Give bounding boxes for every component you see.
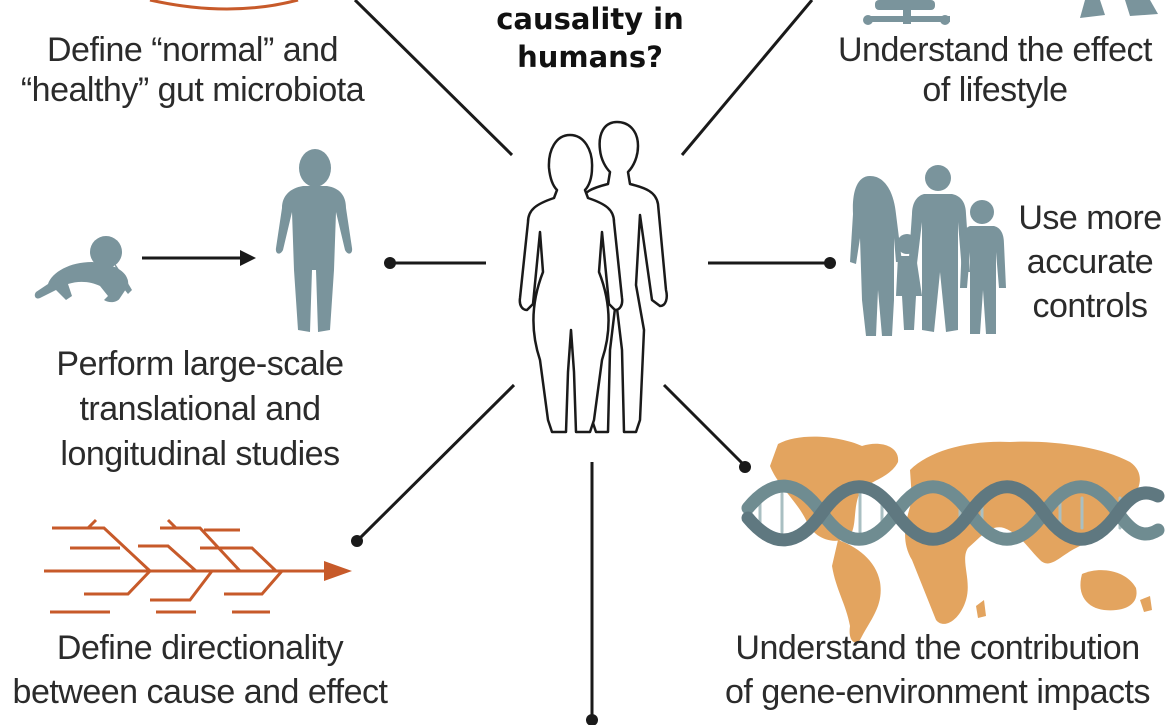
family-icon — [850, 165, 1006, 336]
connector-top-right — [680, 0, 814, 156]
label-normal-healthy-line-1: Define “normal” and — [47, 31, 338, 69]
label-longitudinal: Perform large-scale translational and lo… — [20, 342, 380, 477]
connector-lines — [353, 0, 828, 720]
label-gene-environment-line-1: Understand the contribution — [735, 629, 1140, 667]
label-lifestyle-line-1: Understand the effect — [838, 31, 1152, 69]
label-directionality-line-2: between cause and effect — [12, 673, 388, 711]
label-directionality-line-1: Define directionality — [56, 629, 344, 667]
label-lifestyle-line-2: of lifestyle — [922, 71, 1068, 109]
baby-crawling-icon — [34, 236, 132, 303]
label-normal-healthy: Define “normal” and “healthy” gut microb… — [0, 30, 385, 110]
label-lifestyle: Understand the effect of lifestyle — [820, 30, 1170, 110]
label-controls-line-1: Use more — [1018, 199, 1162, 237]
central-question-line-2: humans? — [517, 40, 663, 74]
label-controls-line-3: controls — [1032, 287, 1148, 325]
connector-lower-right — [662, 383, 747, 468]
label-controls-line-2: accurate — [1026, 243, 1154, 281]
central-question: causality in humans? — [470, 0, 710, 76]
label-normal-healthy-line-2: “healthy” gut microbiota — [20, 71, 365, 109]
label-controls: Use more accurate controls — [1010, 196, 1170, 328]
label-longitudinal-line-2: translational and — [79, 390, 321, 428]
fishbone-arrow-icon — [44, 518, 352, 614]
label-gene-environment: Understand the contribution of gene-envi… — [705, 626, 1170, 714]
central-question-line-1: causality in — [496, 2, 684, 36]
label-gene-environment-line-2: of gene-environment impacts — [725, 673, 1150, 711]
child-standing-icon — [275, 149, 353, 332]
growth-arrow — [142, 250, 256, 266]
lifestyle-icon — [863, 0, 1158, 25]
connector-lower-left — [356, 383, 516, 542]
label-longitudinal-line-3: longitudinal studies — [60, 435, 340, 473]
label-directionality: Define directionality between cause and … — [0, 626, 400, 714]
label-longitudinal-line-1: Perform large-scale — [56, 345, 344, 383]
microbiota-dish-icon — [149, 0, 299, 11]
connector-top-left — [353, 0, 514, 157]
connector-dots — [351, 257, 836, 725]
dna-helix-icon — [741, 479, 1165, 547]
human-outline-icon — [518, 120, 668, 434]
